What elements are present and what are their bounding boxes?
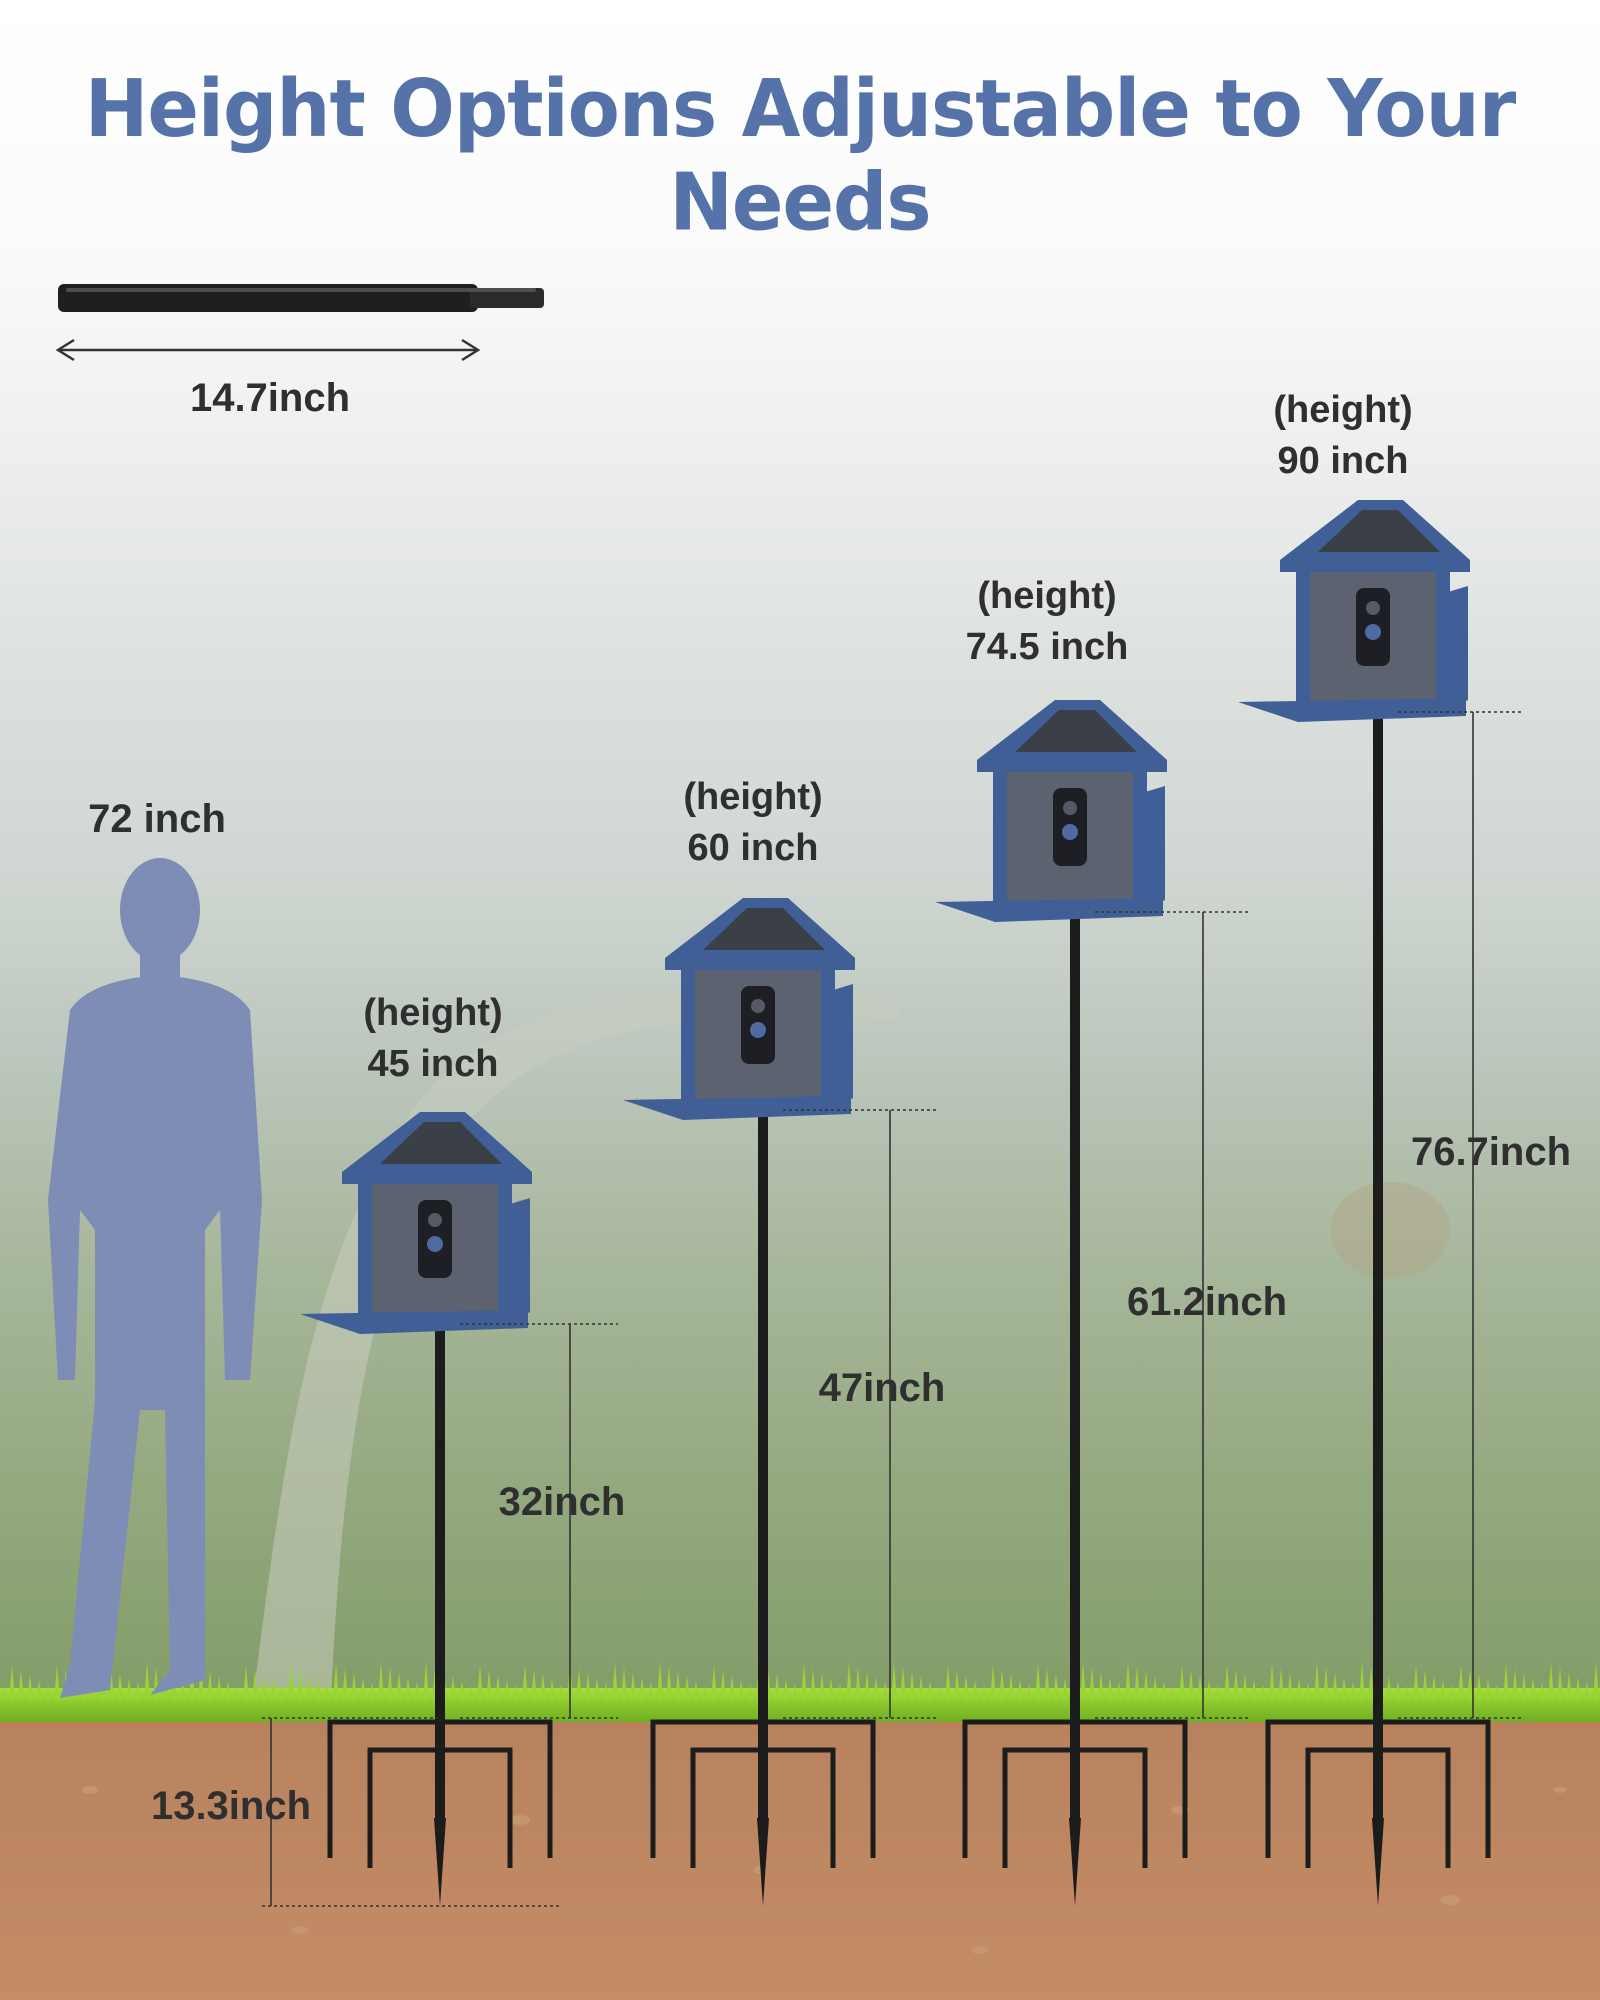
- stand-4-spike: [1372, 1818, 1384, 1906]
- feeder-tray: [1238, 698, 1466, 722]
- stand-1: [300, 1112, 553, 1906]
- camera-lens: [1366, 601, 1380, 615]
- stand-3-stake: [962, 1719, 1188, 1868]
- solar-panel: [380, 1122, 502, 1164]
- stand-2-feeder: [623, 898, 855, 1120]
- stand-1-pole-label: 32inch: [498, 1480, 626, 1524]
- stand-2-height: (height) 60 inch: [648, 772, 858, 875]
- stand-3-pole-label: 61.2inch: [1126, 1280, 1288, 1324]
- feeder-tray: [623, 1096, 851, 1120]
- stand-4-dimension: [1398, 711, 1521, 1719]
- stand-1-spike: [434, 1818, 446, 1906]
- stake-depth-dimension: [262, 1717, 560, 1907]
- camera-lens-2: [1062, 824, 1078, 840]
- stand-4-stake: [1265, 1719, 1491, 1868]
- feeder-side-right: [498, 1184, 512, 1314]
- feeder-side-right: [1436, 572, 1450, 702]
- camera-lens-2: [750, 1022, 766, 1038]
- stand-1-height-value: 45 inch: [367, 1043, 499, 1086]
- camera-lens-2: [427, 1236, 443, 1252]
- solar-panel: [1015, 710, 1137, 752]
- stand-4-height: (height) 90 inch: [1238, 385, 1448, 488]
- camera-lens: [751, 999, 765, 1013]
- feeder-back: [1448, 586, 1468, 710]
- feeder-side-left: [993, 772, 1007, 902]
- stand-3-height-value: 74.5 inch: [965, 626, 1129, 669]
- hay-bale: [1330, 1182, 1450, 1278]
- stand-2-stake: [650, 1719, 876, 1868]
- stand-2-dimension: [783, 1109, 938, 1719]
- stand-3-height-word: (height): [977, 575, 1117, 617]
- stand-2-pole-label: 47inch: [818, 1366, 946, 1410]
- camera-lens-2: [1365, 624, 1381, 640]
- stand-1-dimension: [460, 1323, 618, 1719]
- stand-2-height-word: (height): [683, 776, 823, 818]
- feeder-stands: [300, 500, 1491, 1906]
- stand-1-stake: [327, 1719, 553, 1868]
- dimension-lines: [262, 711, 1521, 1907]
- stand-4-height-value: 90 inch: [1277, 440, 1409, 483]
- stand-3-pole: [1070, 912, 1080, 1818]
- stand-2: [623, 898, 876, 1906]
- person-height-label: 72 inch: [88, 797, 226, 841]
- stand-3-height: (height) 74.5 inch: [942, 571, 1152, 674]
- feeder-side-right: [821, 970, 835, 1100]
- stand-2-height-value: 60 inch: [687, 827, 819, 870]
- solar-panel: [1318, 510, 1440, 552]
- stand-2-pole: [758, 1110, 768, 1818]
- stand-3-dimension: [1095, 911, 1251, 1719]
- feeder-back: [1145, 786, 1165, 910]
- feeder-back: [833, 984, 853, 1108]
- camera-lens: [428, 1213, 442, 1227]
- person-silhouette: [48, 858, 262, 1698]
- feeder-side-left: [1296, 572, 1310, 702]
- stand-4: [1238, 500, 1491, 1906]
- stand-1-height: (height) 45 inch: [328, 988, 538, 1091]
- pole-section: [58, 284, 544, 312]
- feeder-side-left: [358, 1184, 372, 1314]
- soil: [0, 1718, 1600, 2000]
- stand-4-pole-label: 76.7inch: [1410, 1130, 1572, 1174]
- stand-2-spike: [757, 1818, 769, 1906]
- camera-lens: [1063, 801, 1077, 815]
- stake-depth-label: 13.3inch: [150, 1784, 312, 1828]
- solar-panel: [703, 908, 825, 950]
- stand-3-feeder: [935, 700, 1167, 922]
- stand-1-pole: [435, 1324, 445, 1818]
- stand-3: [935, 700, 1188, 1906]
- feeder-back: [510, 1198, 530, 1322]
- feeder-tray: [300, 1310, 528, 1334]
- stand-1-height-word: (height): [363, 992, 503, 1034]
- pole-length-label: 14.7inch: [189, 376, 351, 420]
- stand-4-height-word: (height): [1273, 389, 1413, 431]
- pole-length-arrow: [55, 338, 481, 362]
- stand-4-feeder: [1238, 500, 1470, 722]
- feeder-side-left: [681, 970, 695, 1100]
- page-title: Height Options Adjustable to Your Needs: [84, 61, 1516, 249]
- stand-4-pole: [1373, 712, 1383, 1818]
- feeder-side-right: [1133, 772, 1147, 902]
- feeder-tray: [935, 898, 1163, 922]
- stand-1-feeder: [300, 1112, 532, 1334]
- soil-pebbles: [82, 1786, 1567, 1954]
- stand-3-spike: [1069, 1818, 1081, 1906]
- grass-blades: [0, 1661, 1599, 1700]
